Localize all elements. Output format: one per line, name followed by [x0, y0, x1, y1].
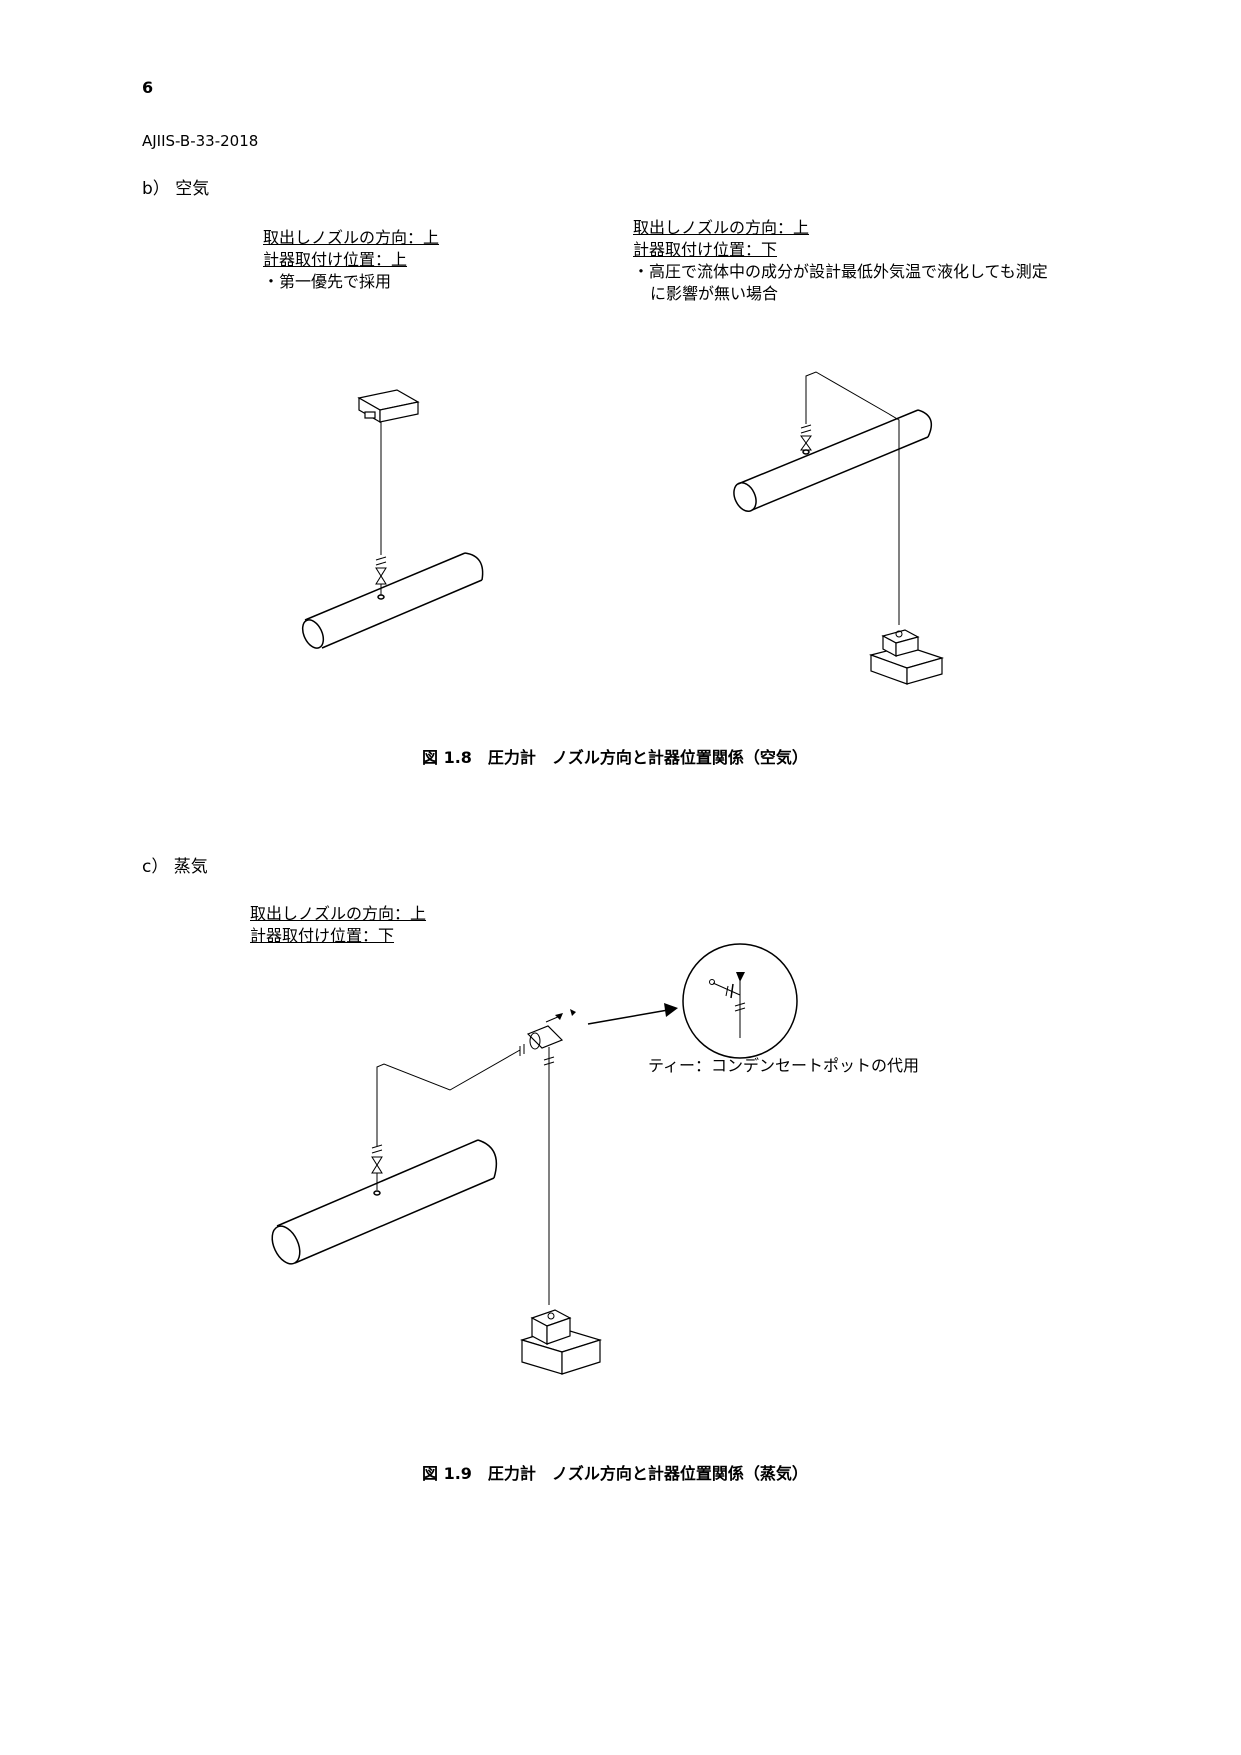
- fig19-impulse-line-upper: [376, 1049, 521, 1146]
- page-number: 6: [142, 78, 154, 97]
- fig19-gauge-box: [519, 1309, 603, 1375]
- tee-detail-circle: [682, 943, 798, 1059]
- left-note-nozzle-direction: 取出しノズルの方向：上: [263, 228, 440, 247]
- right-note-gauge-position: 計器取付け位置：下: [633, 240, 778, 259]
- left-note-gauge-position: 計器取付け位置：上: [263, 250, 408, 269]
- left-note-remark: ・第一優先で採用: [263, 272, 392, 291]
- fig18-right-impulse-line: [805, 371, 900, 625]
- section-b-heading: b） 空気: [142, 179, 210, 199]
- fig19-tee-condensate-pot: [519, 1009, 576, 1056]
- document-id: AJIIS-B-33-2018: [142, 132, 259, 150]
- c-note-nozzle-direction: 取出しノズルの方向：上: [250, 904, 427, 923]
- right-note-nozzle-direction: 取出しノズルの方向：上: [633, 218, 810, 237]
- fig18-left-gauge-box: [357, 389, 420, 424]
- figure-1-8-caption: 図 1.8 圧力計 ノズル方向と計器位置関係（空気）: [422, 748, 808, 767]
- c-note-gauge-position: 計器取付け位置：下: [250, 926, 395, 945]
- fig18-right-gauge-box: [868, 629, 945, 685]
- fig19-impulse-line-down: [543, 1047, 555, 1305]
- figure-1-9-caption: 図 1.9 圧力計 ノズル方向と計器位置関係（蒸気）: [422, 1464, 808, 1483]
- fig18-left-valve-icon: [375, 556, 387, 595]
- fig18-left-process-pipe: [301, 552, 484, 649]
- fig18-right-valve-icon: [800, 424, 812, 451]
- right-note-remark-line1: ・高圧で流体中の成分が設計最低外気温で液化しても測定: [633, 262, 1048, 281]
- right-note-remark-line2: に影響が無い場合: [650, 284, 779, 303]
- fig19-process-pipe: [271, 1139, 498, 1265]
- fig18-right-process-pipe: [733, 409, 933, 512]
- callout-arrow-icon: [587, 1003, 678, 1025]
- tee-detail-label: ティー：コンデンセートポットの代用: [648, 1056, 920, 1075]
- fig19-valve-icon: [371, 1144, 383, 1190]
- section-c-heading: c） 蒸気: [142, 857, 208, 877]
